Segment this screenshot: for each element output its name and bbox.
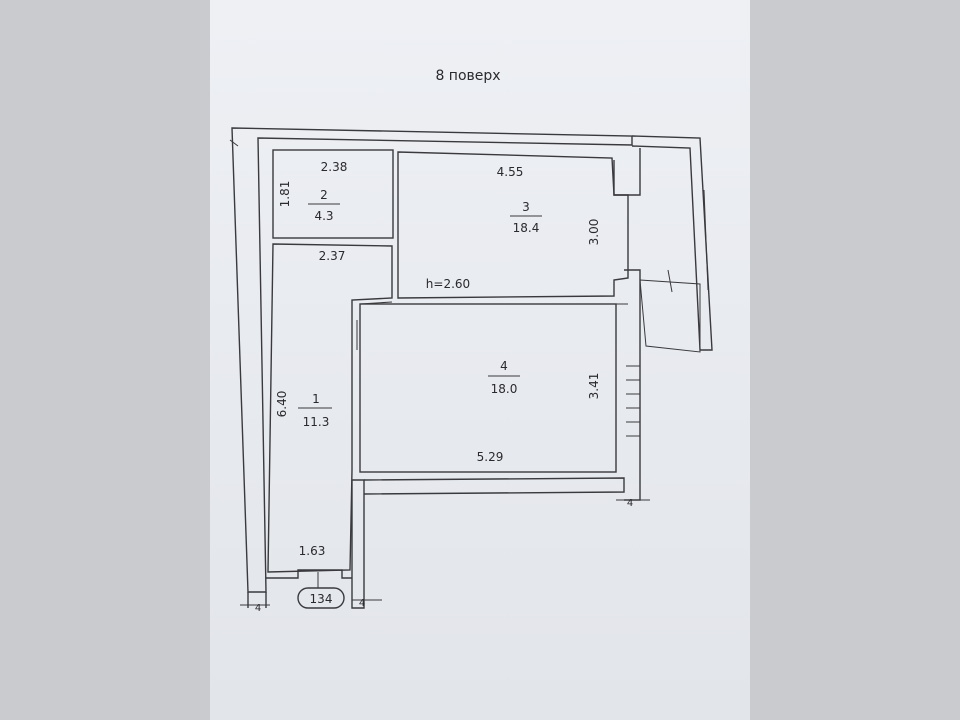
room-1-walls	[267, 243, 393, 573]
axis-marker: 4	[627, 498, 633, 509]
background-left	[0, 0, 210, 720]
room4-depth-label: 3.41	[587, 373, 601, 400]
room1-width-label: 2.37	[319, 249, 346, 263]
room2-width-label: 2.38	[321, 160, 348, 174]
apartment-number: 134	[310, 592, 333, 606]
room3-area: 18.4	[513, 221, 540, 235]
room1-entrance-label: 1.63	[299, 544, 326, 558]
room-2-walls	[272, 149, 394, 239]
area-fraction-bars	[298, 203, 542, 409]
room-4-walls	[359, 301, 628, 473]
room3-number: 3	[522, 200, 530, 214]
axis-marker: 4	[255, 603, 261, 614]
apartment-number-badge	[297, 587, 345, 609]
room2-depth-label: 1.81	[278, 181, 292, 208]
room4-area: 18.0	[491, 382, 518, 396]
room3-width-label: 4.55	[497, 165, 524, 179]
room-3-walls	[397, 151, 629, 299]
floor-title: 8 поверх	[435, 68, 500, 84]
room2-area: 4.3	[314, 209, 333, 223]
axis-ticks	[229, 139, 650, 606]
room4-width-label: 5.29	[477, 450, 504, 464]
room3-depth-label: 3.00	[587, 219, 601, 246]
balcony-details	[626, 189, 709, 437]
paper-sheet	[210, 0, 750, 720]
room2-number: 2	[320, 188, 328, 202]
room1-number: 1	[312, 392, 320, 406]
background-right	[750, 0, 960, 720]
room1-length-label: 6.40	[275, 391, 289, 418]
axis-marker: 4	[359, 598, 365, 609]
outer-walls	[231, 127, 713, 609]
room4-number: 4	[500, 359, 508, 373]
ceiling-height-label: h=2.60	[426, 277, 470, 291]
room1-area: 11.3	[303, 415, 330, 429]
